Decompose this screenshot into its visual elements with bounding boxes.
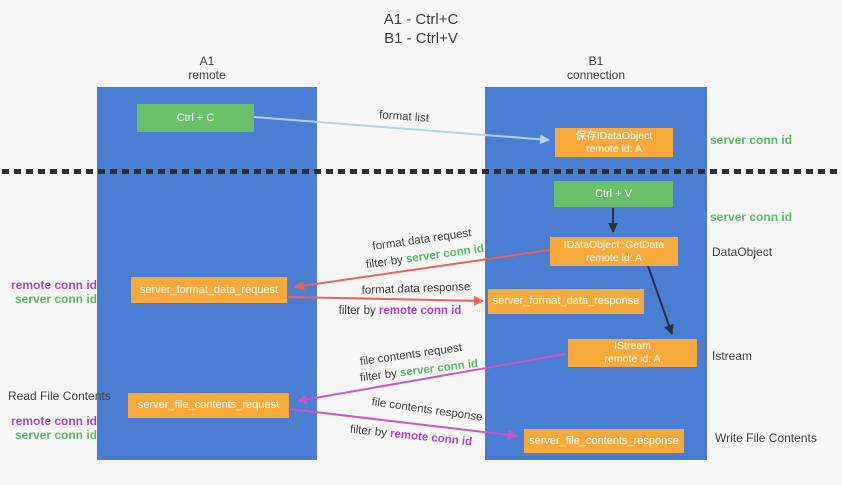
read-file-contents-label: Read File Contents — [8, 389, 111, 403]
remote-conn-id-label-1: remote conn id — [10, 278, 97, 292]
server-conn-id-label-top: server conn id — [710, 133, 793, 147]
ctrl-v-label: Ctrl + V — [595, 187, 632, 200]
server-file-contents-request-label: server_file_contents_request — [137, 399, 280, 411]
ctrl-v-box: Ctrl + V — [554, 181, 673, 207]
write-file-contents-label: Write File Contents — [715, 431, 817, 445]
server-conn-id-label-mid: server conn id — [710, 210, 793, 224]
right-column-name: B1 — [588, 54, 604, 68]
filter-by-remote-conn-id-label-1: filter by remote conn id — [339, 305, 462, 317]
getdata-to-istream-arrow — [647, 265, 674, 335]
save-dataobject-line1: 保存IDataObject — [575, 129, 653, 142]
server-file-contents-response-label: server_file_contents_response — [529, 434, 679, 447]
left-conn-id-stack-2: remote conn id server conn id — [0, 414, 97, 442]
server-format-data-request-box: server_format_data_request — [131, 277, 287, 303]
server-format-data-request-label: server_format_data_request — [139, 283, 279, 296]
remote-conn-id-label-2: remote conn id — [10, 414, 97, 428]
left-conn-id-stack-1: remote conn id server conn id — [0, 278, 97, 306]
dataobject-label: DataObject — [712, 245, 773, 259]
server-file-contents-response-box: server_file_contents_response — [524, 429, 684, 453]
diagram-title: A1 - Ctrl+C B1 - Ctrl+V — [0, 10, 842, 48]
istream-line2: remote id: A — [604, 353, 661, 365]
istream-box: IStream remote id: A — [568, 339, 697, 367]
istream-line1: IStream — [614, 340, 651, 352]
left-column-header: A1 remote — [97, 54, 317, 82]
remote-conn-id-filter-text-1: remote conn id — [378, 305, 462, 317]
format-list-arrow — [253, 116, 550, 145]
left-column-role: remote — [188, 68, 226, 82]
file-contents-response-arrow — [289, 408, 518, 440]
getdata-line1: IDataObject::GetData — [563, 238, 665, 251]
save-dataobject-box: 保存IDataObject remote id: A — [555, 128, 673, 157]
filter-by-text: filter by — [338, 305, 379, 317]
ctrl-c-box: Ctrl + C — [137, 104, 254, 132]
server-conn-id-label-2: server conn id — [14, 428, 97, 442]
title-line-1: A1 - Ctrl+C — [383, 11, 459, 28]
file-contents-request-arrow — [297, 353, 567, 405]
istream-side-label: Istream — [712, 349, 753, 363]
getdata-line2: remote id: A — [585, 251, 643, 264]
server-file-contents-request-box: server_file_contents_request — [128, 393, 289, 418]
getdata-box: IDataObject::GetData remote id: A — [550, 237, 678, 266]
server-format-data-response-box: server_format_data_response — [488, 289, 644, 314]
ctrl-c-label: Ctrl + C — [176, 111, 215, 124]
format-data-response-arrow — [287, 295, 484, 306]
right-column-role: connection — [566, 68, 626, 82]
left-column-name: A1 — [199, 54, 215, 68]
server-conn-id-label-1: server conn id — [14, 292, 97, 306]
save-dataobject-line2: remote id: A — [585, 142, 643, 155]
server-format-data-response-label: server_format_data_response — [492, 295, 640, 307]
title-line-2: B1 - Ctrl+V — [384, 30, 458, 47]
format-data-request-arrow — [294, 249, 551, 291]
right-column-header: B1 connection — [485, 54, 707, 82]
